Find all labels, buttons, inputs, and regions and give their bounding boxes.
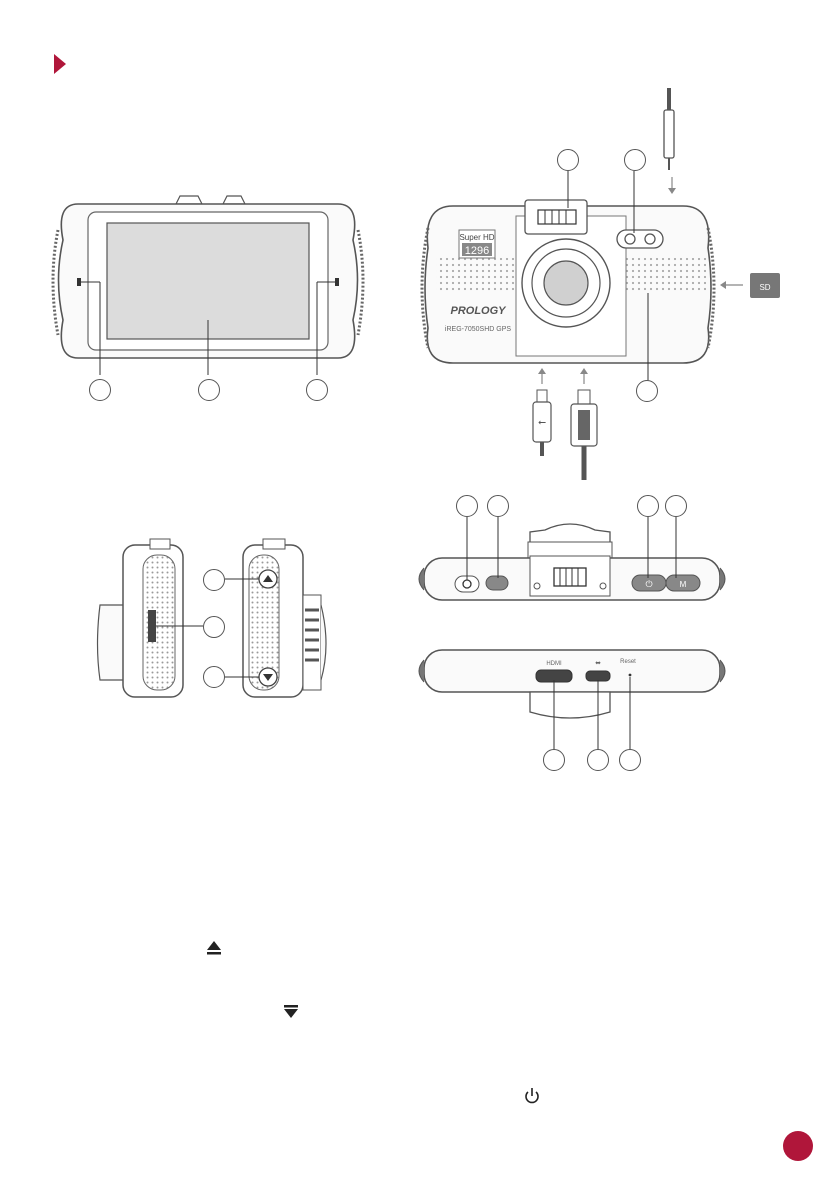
- brand-logo: PROLOGY: [450, 305, 507, 317]
- callout-sd-slot: [203, 616, 225, 638]
- model-label: iREG-7050SHD GPS: [445, 326, 511, 333]
- callout-right-indicator: [306, 379, 328, 401]
- callout-usb: [587, 749, 609, 771]
- hdmi-label: HDMI: [546, 661, 562, 667]
- power-button-icon: [525, 1088, 539, 1104]
- lcd-screen: [106, 222, 310, 340]
- top-power-label: ⏻: [645, 579, 652, 589]
- back-view-figure: [51, 195, 365, 375]
- callout-reset: [619, 749, 641, 771]
- front-view-figure: Super HD 1296 PROLOGY iREG-7050SHD GPS S…: [420, 88, 780, 480]
- callout-power-button: [637, 495, 659, 517]
- top-m-label: M: [680, 580, 687, 589]
- callout-up-button: [203, 569, 225, 591]
- callout-down-button: [203, 666, 225, 688]
- up-button-icon: [207, 941, 221, 955]
- callout-audio-jack: [456, 495, 478, 517]
- side-views-figure: [96, 538, 327, 698]
- callout-mount-connector: [557, 149, 579, 171]
- callout-hdmi: [543, 749, 565, 771]
- usb-label: ⬌: [595, 660, 601, 667]
- top-view-figure: ⏻ M: [418, 517, 726, 601]
- section-marker-icon: [54, 54, 66, 74]
- badge-line2: 1296: [465, 245, 489, 257]
- sd-card-label: SD: [759, 283, 770, 292]
- reset-label: Reset: [620, 659, 636, 665]
- callout-screen: [198, 379, 220, 401]
- callout-speaker: [636, 380, 658, 402]
- callout-mic-button: [487, 495, 509, 517]
- callout-left-indicator: [89, 379, 111, 401]
- down-button-icon: [284, 1005, 298, 1018]
- callout-m-button: [665, 495, 687, 517]
- badge-line1: Super HD: [459, 233, 494, 242]
- callout-ir-lights: [624, 149, 646, 171]
- svg-text:⭠: ⭠: [538, 417, 546, 428]
- bottom-view-figure: HDMI ⬌ Reset: [418, 649, 726, 750]
- page-number-badge: [783, 1131, 813, 1161]
